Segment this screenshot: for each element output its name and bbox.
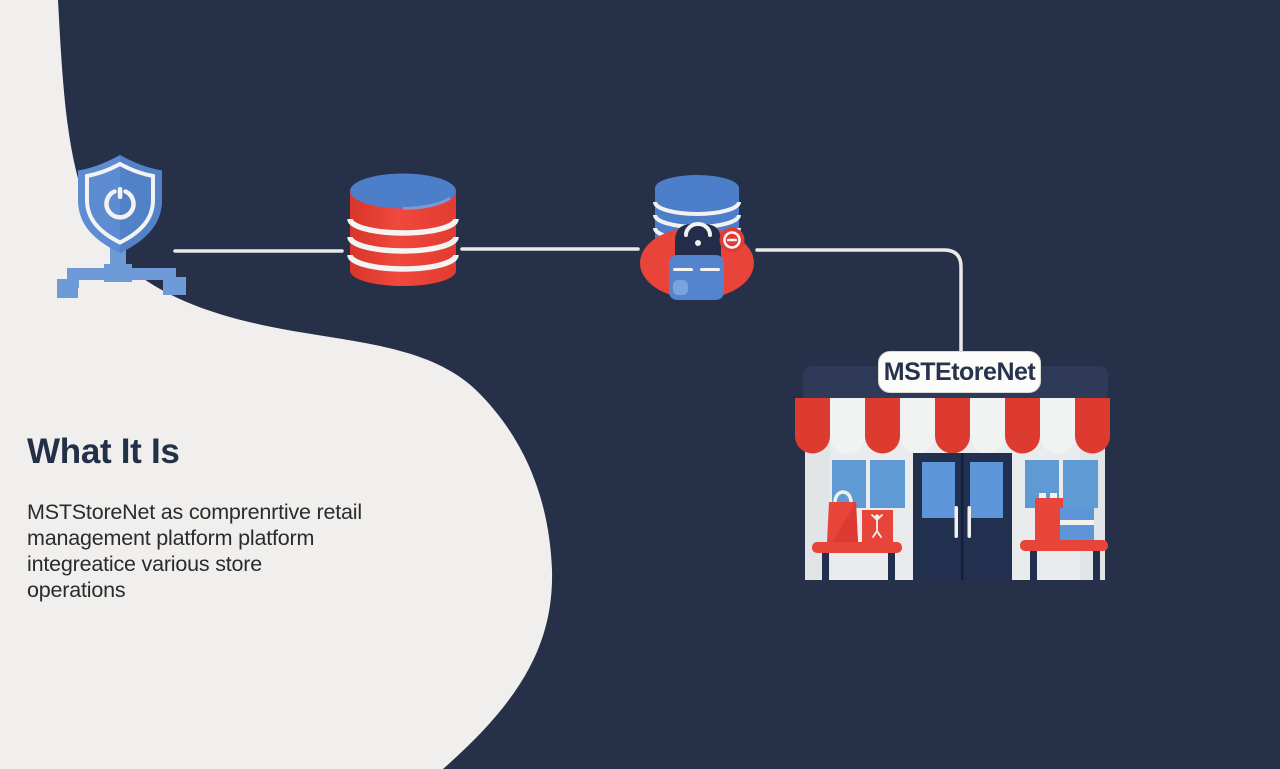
store-window-left — [832, 460, 905, 508]
power-symbol — [104, 189, 136, 220]
store-name-label: MSTEtoreNet — [878, 351, 1041, 393]
display-table-left — [812, 490, 902, 580]
store-awning — [795, 398, 1110, 454]
description-line: operations — [27, 578, 126, 602]
database-user-restricted-icon — [640, 175, 754, 300]
cylinder-top — [350, 173, 456, 209]
database-icon — [347, 173, 459, 286]
display-table-right — [1020, 493, 1108, 580]
description-line: MSTStoreNet as comprenrtive retail — [27, 500, 362, 524]
cylinder-top — [655, 175, 739, 201]
shield-network-icon — [57, 155, 186, 298]
description-line: management platform platform — [27, 526, 315, 550]
connector-user-to-store — [755, 248, 963, 355]
door-handle — [954, 506, 958, 538]
description-text: MSTStoreNet as comprenrtive retail manag… — [27, 499, 362, 603]
description-line: integreatice various store — [27, 552, 263, 576]
store-doors — [913, 453, 1012, 580]
page-title: What It Is — [27, 432, 180, 471]
door-handle — [967, 506, 971, 538]
product-box — [1035, 498, 1063, 540]
network-stand — [57, 248, 186, 298]
